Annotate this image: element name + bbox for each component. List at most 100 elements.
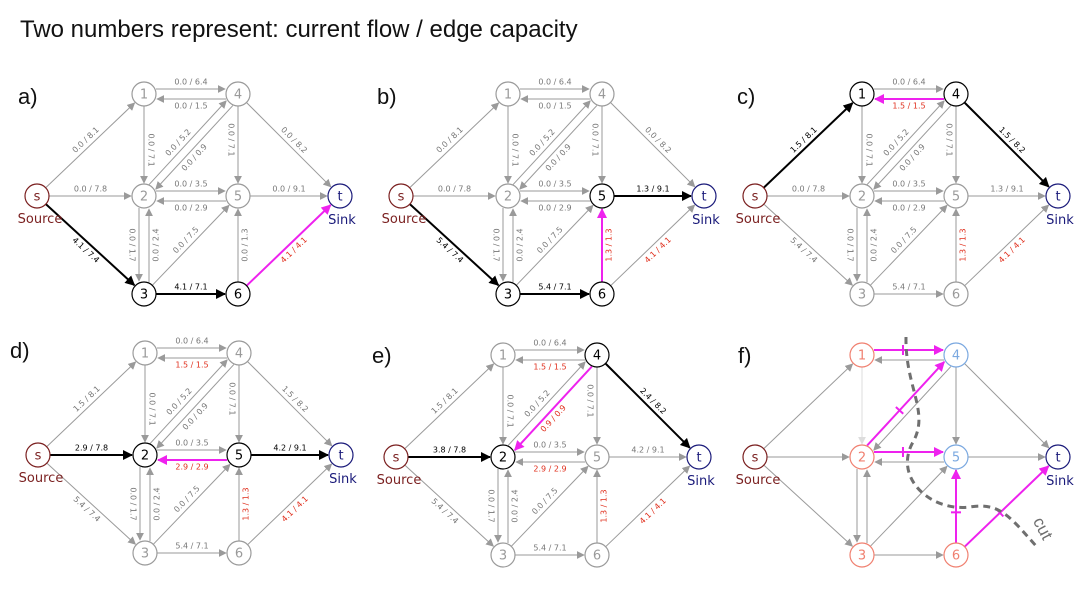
node-t [328,442,354,468]
panel-a: 0.0 / 8.10.0 / 7.84.1 / 7.40.0 / 6.40.0 … [18,78,356,307]
node-t [1045,183,1071,209]
edge-s3 [409,203,500,286]
node-4 [226,340,252,366]
node-6 [589,281,615,307]
edge-label-32: 0.0 / 2.4 [152,228,161,261]
edge-s3 [763,203,854,286]
node-label-t: t [696,451,701,466]
source-label: Source [377,473,422,488]
edge-s3 [404,464,495,547]
source-label: Source [382,212,427,227]
node-5 [226,442,252,468]
node-6 [943,542,969,568]
node-label-4: 4 [234,88,242,103]
node-2 [131,183,157,209]
node-label-s: s [34,190,41,205]
node-s [24,183,50,209]
node-6 [943,281,969,307]
panel-b: 0.0 / 8.10.0 / 7.85.4 / 7.40.0 / 6.40.0 … [382,78,720,307]
node-3 [131,281,157,307]
edge-label-25: 0.0 / 3.5 [892,180,925,189]
edge-24 [866,100,945,185]
edge-6t [245,204,332,287]
node-5 [589,183,615,209]
node-2 [849,444,875,470]
node-1 [849,342,875,368]
node-1 [490,342,516,368]
edge-s3 [763,464,854,547]
node-label-4: 4 [598,88,606,103]
edge-label-12: 0.0 / 7.1 [865,133,874,166]
edge-label-36: 5.4 / 7.1 [533,544,566,553]
edge-label-14: 0.0 / 6.4 [175,337,208,346]
edge-label-32: 0.0 / 2.4 [516,228,525,261]
node-4 [589,81,615,107]
edge-label-s2: 0.0 / 7.8 [438,185,471,194]
edge-s1 [46,361,137,448]
node-label-1: 1 [140,88,148,103]
node-label-s: s [398,190,405,205]
edge-label-65: 1.3 / 1.3 [605,228,614,261]
edge-label-32: 0.0 / 2.4 [511,489,520,522]
edge-35 [151,204,230,286]
edge-42 [519,105,598,190]
edge-label-52: 0.0 / 2.9 [174,204,207,213]
edge-label-41: 1.5 / 1.5 [175,361,208,370]
edge-label-45: 0.0 / 7.1 [586,384,595,417]
node-s [742,444,768,470]
edge-label-36: 5.4 / 7.1 [892,283,925,292]
edge-label-5t: 1.3 / 9.1 [990,185,1023,194]
edge-label-45: 0.0 / 7.1 [228,382,237,415]
edge-6t [964,204,1050,287]
edge-6t [610,204,696,287]
edge-label-s2: 0.0 / 7.8 [74,185,107,194]
panel-c: 1.5 / 8.10.0 / 7.85.4 / 7.40.0 / 6.41.5 … [736,78,1074,307]
edge-6t [247,463,333,546]
edge-label-41: 0.0 / 1.5 [538,102,571,111]
edge-42 [873,105,952,190]
edge-label-5t: 0.0 / 9.1 [272,185,305,194]
node-t [686,444,712,470]
node-label-s: s [35,449,42,464]
edge-24 [507,361,586,446]
panel-label-e: e) [372,343,392,368]
edge-label-12: 0.0 / 7.1 [506,394,515,427]
edge-label-s2: 2.9 / 7.8 [75,444,108,453]
edge-label-65: 1.3 / 1.3 [600,489,609,522]
sink-label: Sink [329,472,357,487]
node-4 [943,81,969,107]
edge-label-5t: 1.3 / 9.1 [636,185,669,194]
edge-label-41: 0.0 / 1.5 [174,102,207,111]
sink-label: Sink [328,213,356,228]
page-title: Two numbers represent: current flow / ed… [20,16,578,43]
edge-4t [247,361,333,447]
edge-s1 [404,363,495,450]
edge-label-41: 1.5 / 1.5 [892,102,925,111]
edge-35 [869,204,948,286]
node-label-5: 5 [235,449,243,464]
edge-42 [156,364,235,449]
node-label-3: 3 [504,288,512,303]
edge-24 [866,361,945,447]
edge-24 [148,100,227,185]
node-label-1: 1 [141,347,149,362]
edge-label-32: 0.0 / 2.4 [153,487,162,520]
node-label-t: t [338,449,343,464]
node-label-t: t [337,190,342,205]
edge-label-25: 0.0 / 3.5 [538,180,571,189]
edge-label-45: 0.0 / 7.1 [945,123,954,156]
edge-s3 [45,203,136,286]
edge-35 [515,204,594,286]
edge-label-65: 1.3 / 1.3 [959,228,968,261]
edge-s1 [409,102,500,189]
node-label-4: 4 [593,349,601,364]
edge-label-25: 0.0 / 3.5 [174,180,207,189]
node-label-6: 6 [952,549,960,564]
edge-label-52: 2.9 / 2.9 [175,463,208,472]
edge-4t [246,102,332,188]
edge-42 [514,365,593,451]
node-3 [849,542,875,568]
node-6 [584,542,610,568]
edge-42 [873,366,952,451]
